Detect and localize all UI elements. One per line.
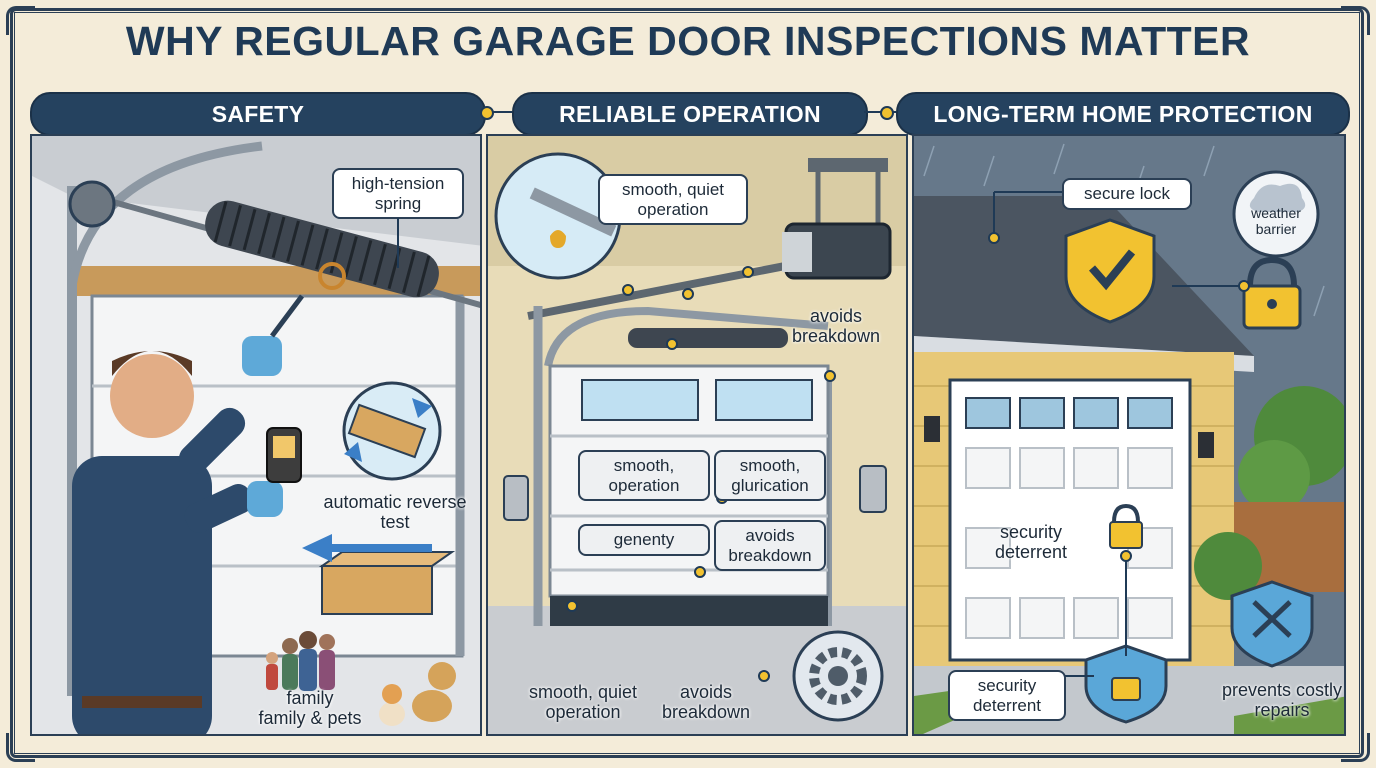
frame-corner [1341, 6, 1370, 35]
connector-dot [480, 106, 494, 120]
padlock-icon [1242, 256, 1302, 330]
label-text: secure lock [1084, 184, 1170, 203]
door-panel-smooth-operation: smooth, operation [578, 450, 710, 502]
reliable-panel: smooth, quiet operation avoids breakdown… [486, 134, 908, 736]
label-secure-lock: secure lock [1062, 178, 1192, 210]
label-text: smooth, quiet operation [621, 180, 725, 219]
label-text: high-tension spring [351, 174, 445, 213]
door-panel-smooth-glurication: smooth, glurication [714, 450, 826, 502]
reliable-illustration [488, 136, 906, 734]
connector-dot [880, 106, 894, 120]
label-bottom-smooth-quiet: smooth, quiet operation [528, 682, 638, 723]
shield-tools-icon [1230, 580, 1314, 668]
door-panel-avoids-breakdown: avoids breakdown [714, 520, 826, 572]
leader-line [397, 218, 399, 268]
technician-figure [72, 294, 304, 734]
label-text: security deterrent [972, 676, 1042, 715]
connector-line [482, 111, 512, 113]
label-top-smooth-quiet: smooth, quiet operation [598, 174, 748, 226]
label-text: smooth, operation [608, 456, 680, 495]
safety-illustration [32, 136, 480, 734]
label-text: genenty [613, 530, 675, 549]
label-family-pets: family family & pets [258, 688, 362, 729]
door-panel-genenty: genenty [578, 524, 710, 556]
section-heading-reliable: RELIABLE OPERATION [512, 92, 868, 136]
frame-corner [6, 733, 35, 762]
frame-corner [1341, 733, 1370, 762]
section-heading-protection: LONG-TERM HOME PROTECTION [896, 92, 1350, 136]
safety-panel: high-tension spring automatic reverse te… [30, 134, 482, 736]
label-text: avoids breakdown [728, 526, 812, 565]
family-pets-figures [266, 631, 456, 726]
label-avoids-breakdown-top: avoids breakdown [791, 306, 881, 347]
label-high-tension-spring: high-tension spring [332, 168, 464, 220]
frame-corner [6, 6, 35, 35]
protection-panel: secure lock weather barrier security det… [912, 134, 1346, 736]
protection-illustration [914, 136, 1344, 734]
spring [205, 200, 439, 298]
label-text: smooth, glurication [731, 456, 809, 495]
label-weather-barrier: weather barrier [1251, 205, 1301, 237]
label-security-deterrent-box: security deterrent [948, 670, 1066, 722]
label-prevents-costly-repairs: prevents costly repairs [1221, 680, 1343, 721]
shield-check-icon [1064, 218, 1156, 324]
outer-frame [10, 8, 1364, 758]
label-automatic-reverse-test: automatic reverse test [323, 492, 467, 533]
page-title: WHY REGULAR GARAGE DOOR INSPECTIONS MATT… [125, 18, 1251, 64]
label-security-deterrent-door: security deterrent [994, 522, 1068, 563]
inner-frame [14, 12, 1360, 754]
label-bottom-avoids-breakdown: avoids breakdown [661, 682, 751, 723]
section-heading-safety: SAFETY [30, 92, 486, 136]
